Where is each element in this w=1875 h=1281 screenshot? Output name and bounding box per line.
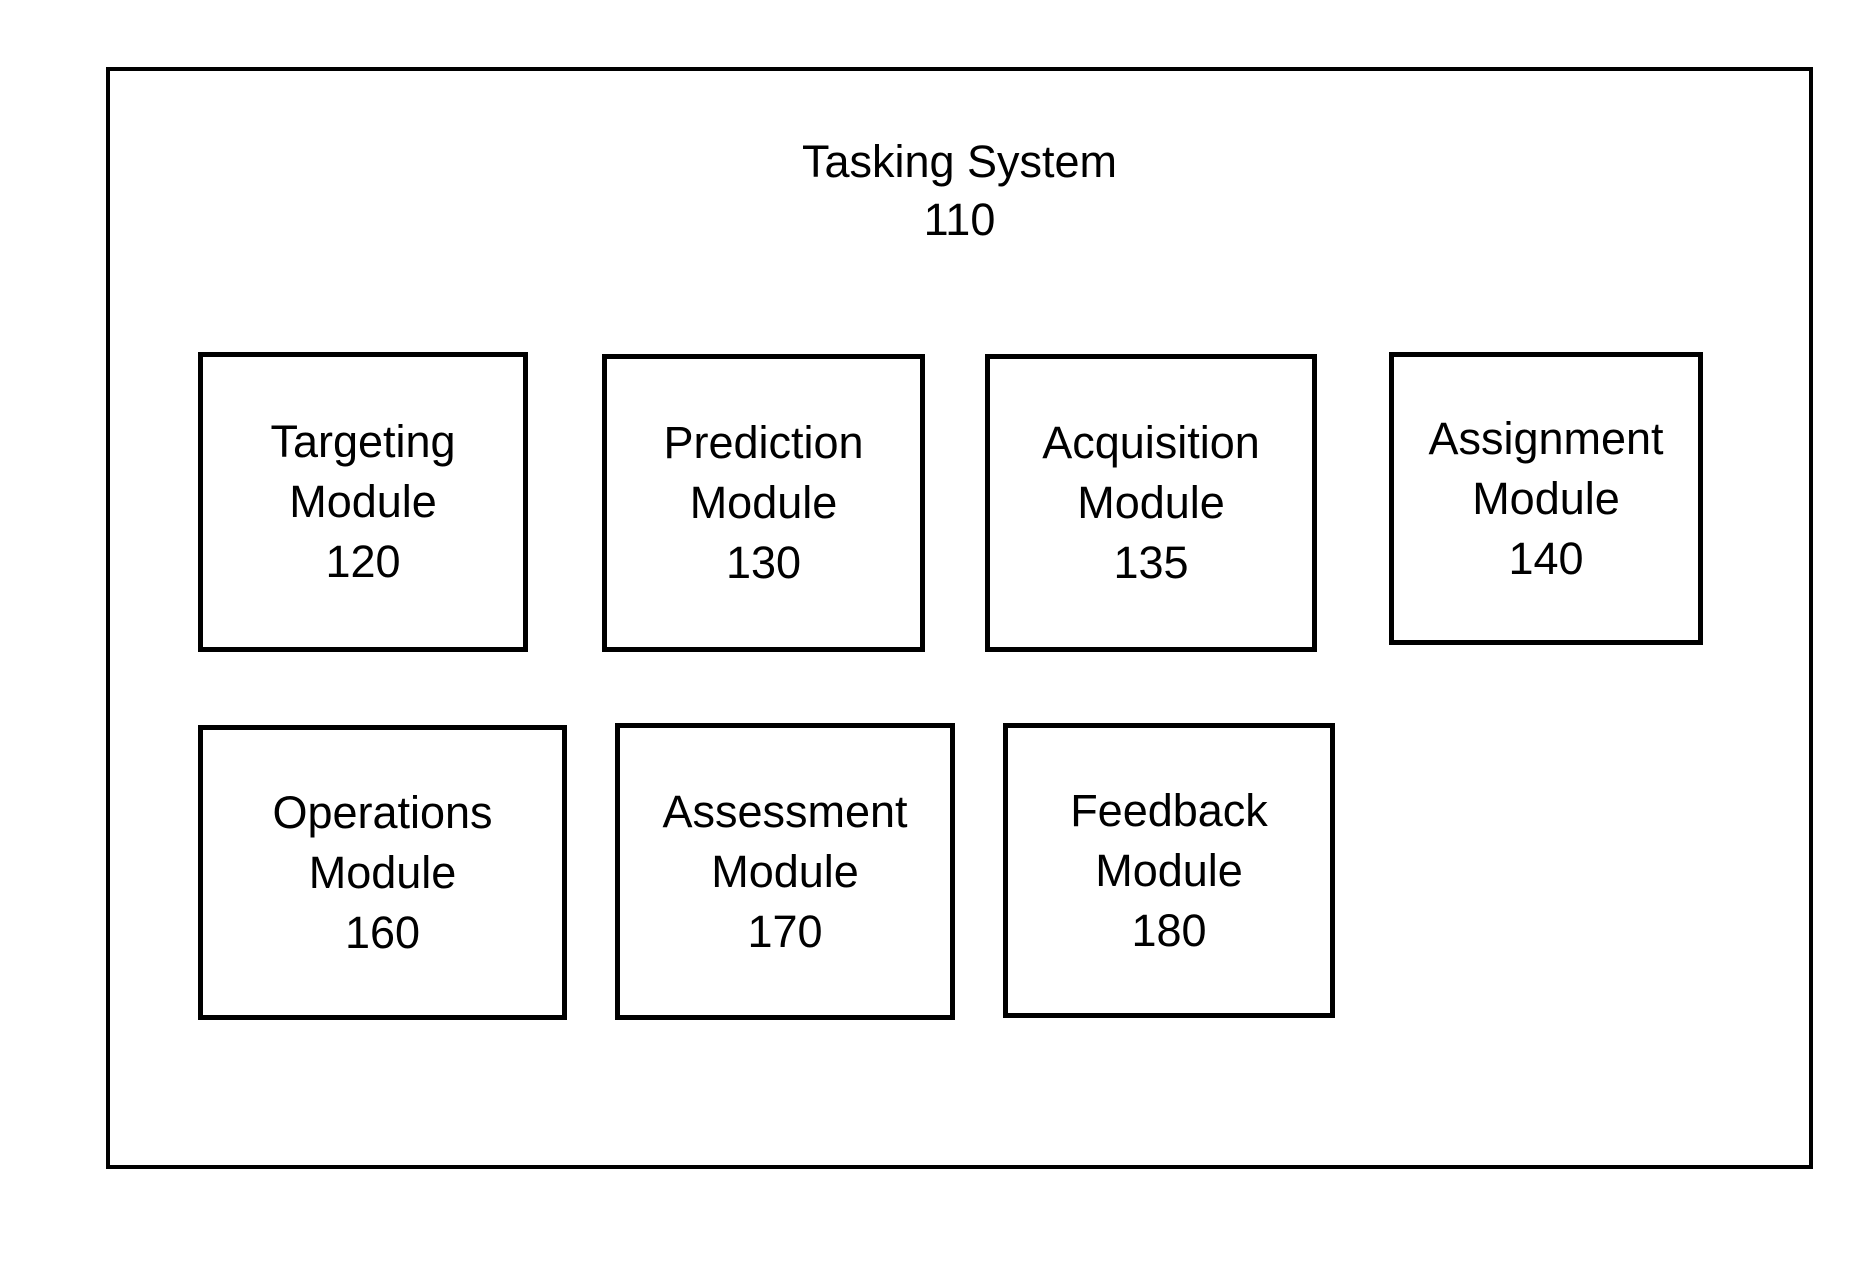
module-label: Assignment Module 140 bbox=[1428, 409, 1663, 589]
module-name-line: Module bbox=[689, 477, 838, 528]
module-box-feedback: Feedback Module 180 bbox=[1003, 723, 1335, 1018]
module-label: Assessment Module 170 bbox=[662, 782, 907, 962]
module-ref: 160 bbox=[344, 906, 421, 958]
module-box-targeting: Targeting Module 120 bbox=[198, 352, 528, 652]
module-name-line: Assignment bbox=[1428, 412, 1664, 464]
module-ref: 140 bbox=[1508, 532, 1584, 584]
module-name-line: Feedback bbox=[1070, 784, 1268, 836]
module-name-line: Module bbox=[1077, 477, 1225, 528]
module-name-line: Module bbox=[289, 476, 437, 527]
module-label: Prediction Module 130 bbox=[663, 413, 863, 593]
module-ref: 130 bbox=[725, 537, 802, 588]
diagram-title: Tasking System 110 bbox=[106, 133, 1813, 249]
module-name-line: Module bbox=[1095, 844, 1243, 896]
title-line: Tasking System bbox=[801, 136, 1118, 187]
module-label: Operations Module 160 bbox=[272, 783, 492, 963]
module-ref: 180 bbox=[1131, 904, 1207, 956]
module-label: Acquisition Module 135 bbox=[1042, 413, 1260, 593]
module-name-line: Acquisition bbox=[1042, 417, 1260, 468]
module-box-operations: Operations Module 160 bbox=[198, 725, 567, 1020]
module-name-line: Targeting bbox=[270, 416, 456, 467]
module-box-assessment: Assessment Module 170 bbox=[615, 723, 955, 1020]
module-label: Targeting Module 120 bbox=[270, 412, 455, 592]
module-box-acquisition: Acquisition Module 135 bbox=[985, 354, 1317, 652]
module-ref: 170 bbox=[747, 905, 823, 957]
module-name-line: Operations bbox=[272, 786, 493, 838]
module-name-line: Prediction bbox=[663, 417, 864, 468]
module-name-line: Module bbox=[711, 845, 859, 897]
module-ref: 135 bbox=[1113, 537, 1189, 588]
module-box-assignment: Assignment Module 140 bbox=[1389, 352, 1703, 645]
module-ref: 120 bbox=[325, 536, 401, 587]
module-label: Feedback Module 180 bbox=[1070, 781, 1268, 961]
title-ref: 110 bbox=[923, 194, 996, 245]
module-name-line: Module bbox=[308, 846, 457, 898]
module-name-line: Module bbox=[1472, 472, 1620, 524]
module-box-prediction: Prediction Module 130 bbox=[602, 354, 925, 652]
module-name-line: Assessment bbox=[662, 785, 908, 837]
